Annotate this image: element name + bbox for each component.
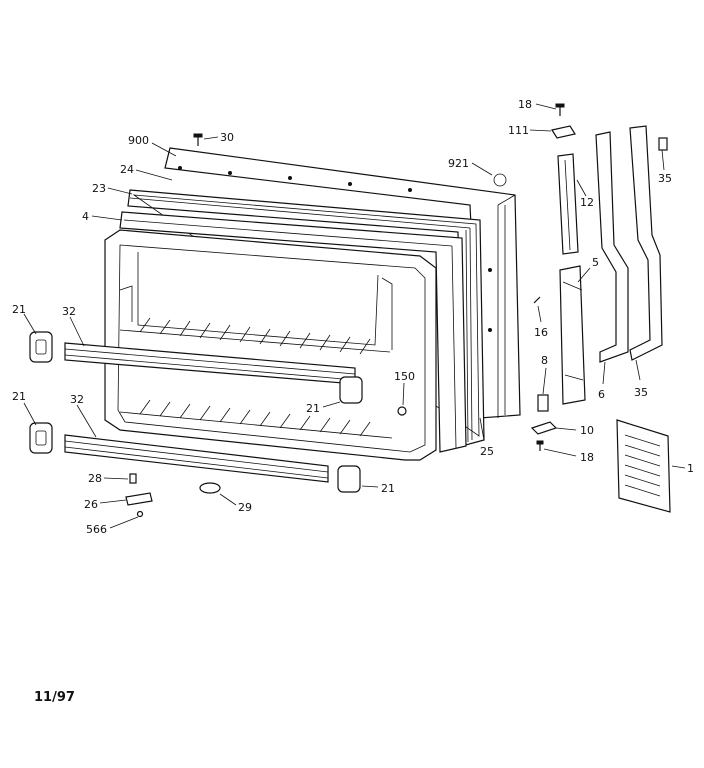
- callout-labels: 18 111 900 30 24 921 12 35 23 4 5 16 21 …: [12, 98, 694, 536]
- bracket-111: [551, 125, 576, 139]
- callout-4: 4: [82, 210, 89, 223]
- callout-16: 16: [534, 326, 548, 339]
- instruction-booklet: [616, 419, 671, 513]
- screw-30: [193, 133, 203, 146]
- screw-16: [533, 296, 541, 304]
- upper-shelf-ribs: [139, 317, 371, 355]
- callout-921: 921: [448, 157, 469, 170]
- callout-900: 900: [128, 134, 149, 147]
- callout-566: 566: [86, 523, 107, 536]
- callout-32-a: 32: [62, 305, 76, 318]
- end-cap-left-lower: [29, 422, 53, 454]
- callout-21-a: 21: [12, 303, 26, 316]
- callout-32-b: 32: [70, 393, 84, 406]
- callout-29: 29: [238, 501, 252, 514]
- screw-18-bottom: [536, 440, 544, 451]
- callout-26: 26: [84, 498, 98, 511]
- callout-18-bottom: 18: [580, 451, 594, 464]
- callout-12: 12: [580, 196, 594, 209]
- door-handle-6: [595, 131, 629, 363]
- callout-6: 6: [598, 388, 605, 401]
- plug-29: [199, 482, 221, 494]
- screw-566: [136, 510, 144, 518]
- callout-1: 1: [687, 462, 694, 475]
- screw-18-top: [555, 103, 565, 116]
- lower-shelf-bar: [64, 434, 329, 483]
- leader-lines: [23, 103, 686, 529]
- callout-30: 30: [220, 131, 234, 144]
- door-liner: [104, 229, 437, 461]
- callout-28: 28: [88, 472, 102, 485]
- screw-150: [397, 406, 407, 416]
- callout-111: 111: [508, 124, 529, 137]
- callout-23: 23: [92, 182, 106, 195]
- callout-21-d: 21: [381, 482, 395, 495]
- bracket-10: [530, 421, 558, 435]
- date-code: 11/97: [34, 690, 75, 705]
- end-cap-left-upper: [29, 331, 53, 363]
- callout-35-top: 35: [658, 172, 672, 185]
- callout-150: 150: [394, 370, 415, 383]
- callout-35-bottom: 35: [634, 386, 648, 399]
- breaker-strip-frame: [119, 211, 467, 453]
- hinge-channel-12: [557, 153, 579, 255]
- callout-25: 25: [480, 445, 494, 458]
- handle-cap-35: [658, 137, 668, 151]
- plate-26: [125, 492, 153, 506]
- callout-8: 8: [541, 354, 548, 367]
- callout-5: 5: [592, 256, 599, 269]
- callout-24: 24: [120, 163, 134, 176]
- callout-10: 10: [580, 424, 594, 437]
- clip-8: [537, 394, 549, 412]
- callout-21-c: 21: [12, 390, 26, 403]
- callout-21-b: 21: [306, 402, 320, 415]
- door-handle-35: [629, 125, 663, 361]
- end-cap-right-upper: [339, 376, 363, 404]
- end-cap-right-lower: [337, 465, 361, 493]
- lower-shelf-ribs: [139, 399, 371, 437]
- spacer-28: [129, 473, 137, 484]
- callout-18-top: 18: [518, 98, 532, 111]
- hinge-bracket-5: [559, 265, 586, 405]
